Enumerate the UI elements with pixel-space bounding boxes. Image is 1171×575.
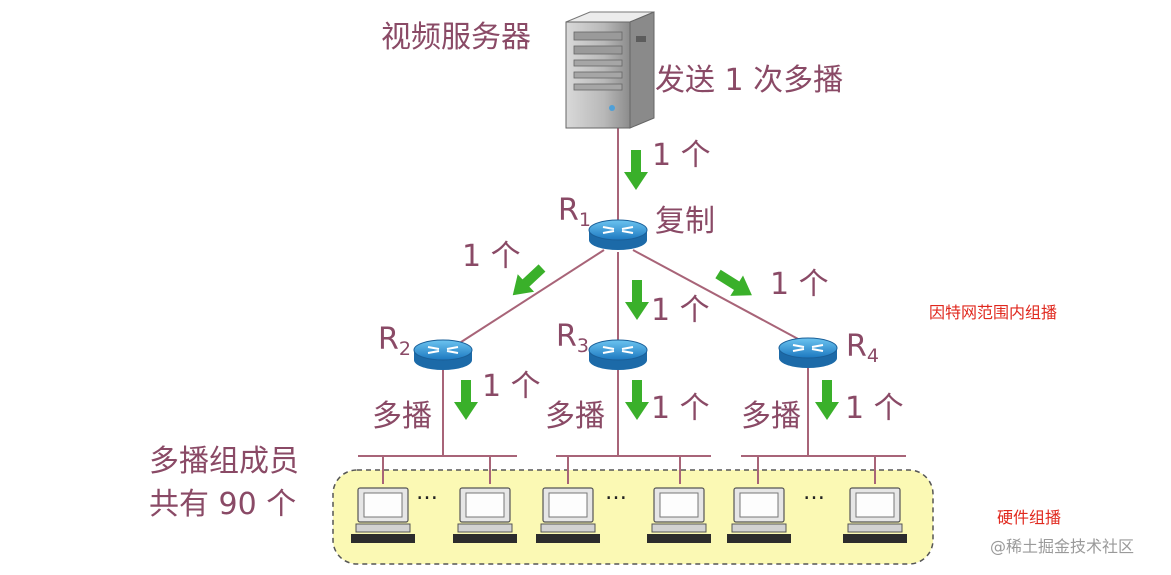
computer-icon xyxy=(726,487,792,544)
replicate-label: 复制 xyxy=(655,204,715,239)
more-computers-ellipsis: … xyxy=(416,480,439,505)
router-r4-label: R4 xyxy=(846,329,879,367)
multicast-label: 多播 xyxy=(741,399,801,434)
internet-multicast-note: 因特网范围内组播 xyxy=(929,303,1058,322)
arrow-r1-to-r2-icon xyxy=(512,264,546,296)
arrow-server-to-r1-icon xyxy=(624,150,648,190)
arrow-r4-down-icon xyxy=(815,380,839,420)
computer-icon xyxy=(842,487,908,544)
arrow-r3-down-icon xyxy=(625,380,649,420)
copy-count-label: 1 个 xyxy=(652,138,711,173)
multicast-label: 多播 xyxy=(372,399,432,434)
copy-count-label: 1 个 xyxy=(651,391,710,426)
copy-count-label: 1 个 xyxy=(845,391,904,426)
group-members-label: 多播组成员 xyxy=(149,444,299,479)
more-computers-ellipsis: … xyxy=(803,480,826,505)
multicast-label: 多播 xyxy=(545,399,605,434)
arrow-r2-down-icon xyxy=(454,380,478,420)
computer-icon xyxy=(452,487,518,544)
arrow-r1-to-r4-icon xyxy=(715,269,752,296)
network-links xyxy=(358,128,906,484)
router-r1-icon xyxy=(588,219,648,251)
copy-count-label: 1 个 xyxy=(482,369,541,404)
hardware-multicast-note: 硬件组播 xyxy=(997,508,1062,527)
more-computers-ellipsis: … xyxy=(605,480,628,505)
computer-icon xyxy=(535,487,601,544)
arrow-r1-to-r3-icon xyxy=(625,280,649,320)
router-r3-icon xyxy=(588,339,648,371)
server-label: 视频服务器 xyxy=(381,20,531,55)
group-count-label: 共有 90 个 xyxy=(149,487,297,522)
computer-icon xyxy=(350,487,416,544)
video-server-icon xyxy=(565,11,655,129)
router-r2-icon xyxy=(413,339,473,371)
copy-count-label: 1 个 xyxy=(770,267,829,302)
copy-count-label: 1 个 xyxy=(651,293,710,328)
computer-icon xyxy=(646,487,712,544)
copy-count-label: 1 个 xyxy=(462,239,521,274)
router-r3-label: R3 xyxy=(556,319,589,357)
router-r4-icon xyxy=(778,337,838,369)
send-once-label: 发送 1 次多播 xyxy=(655,63,844,98)
watermark: @稀土掘金技术社区 xyxy=(990,537,1135,556)
router-r1-label: R1 xyxy=(558,193,591,231)
router-r2-label: R2 xyxy=(378,322,411,360)
